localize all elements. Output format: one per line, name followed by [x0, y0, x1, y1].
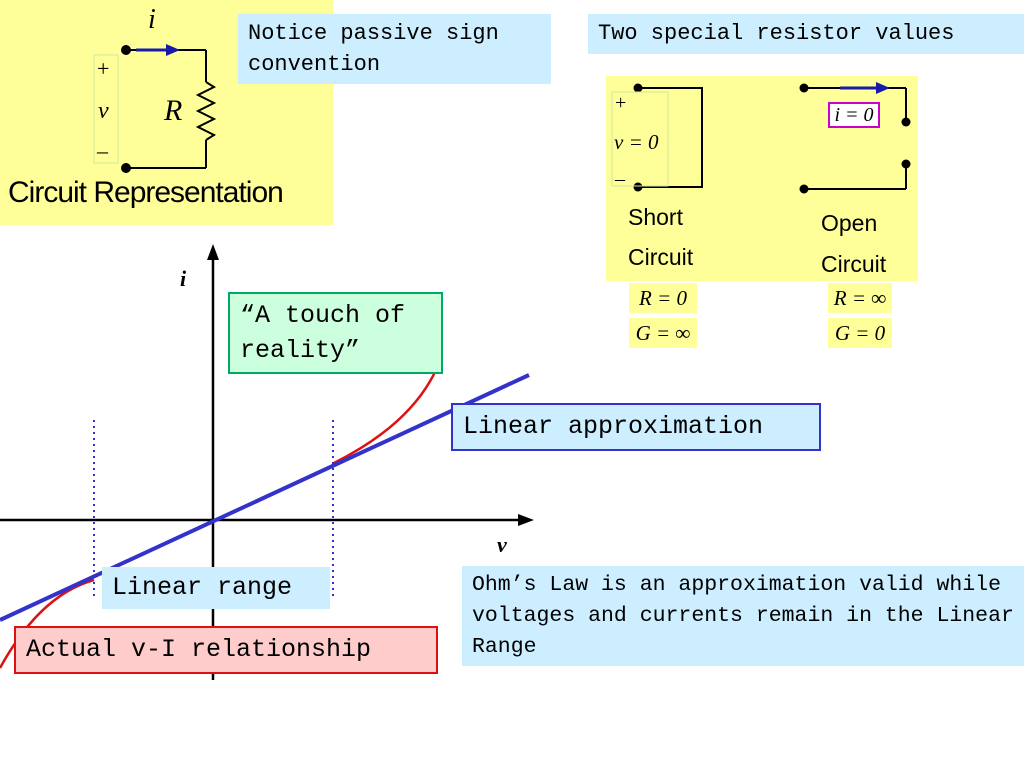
open-gap-terminal-top — [901, 117, 911, 127]
actual-relationship-box: Actual v-I relationship — [14, 626, 438, 674]
short-circuit-wire — [638, 87, 703, 188]
short-voltage-value: v = 0 — [614, 130, 659, 154]
v-axis-label: v — [497, 532, 507, 557]
passive-sign-note: Notice passive sign convention — [238, 14, 551, 84]
short-resistance: R = 0 — [629, 283, 697, 313]
v-axis-arrowhead — [518, 514, 534, 526]
short-voltage-minus: – — [615, 168, 625, 190]
linear-range-box: Linear range — [102, 567, 330, 609]
resistor-zigzag — [195, 81, 217, 141]
linear-approximation-line — [0, 373, 530, 622]
short-conductance: G = ∞ — [629, 318, 697, 348]
open-circuit-label-1: Open — [821, 210, 878, 236]
circuit-representation-title: Circuit Representation — [8, 176, 284, 209]
current-symbol: i — [148, 4, 156, 35]
linear-approximation-box: Linear approximation — [451, 403, 821, 451]
short-voltage-plus: + — [615, 92, 627, 114]
short-circuit-label-2: Circuit — [628, 244, 694, 270]
open-current-arrowhead — [876, 82, 890, 94]
touch-of-reality-box: “A touch of reality” — [228, 292, 443, 374]
current-arrowhead — [166, 44, 180, 56]
special-values-note: Two special resistor values — [588, 14, 1024, 54]
open-resistance: R = ∞ — [828, 283, 892, 313]
actual-vi-curve-lower — [0, 578, 95, 669]
ohms-law-note: Ohm’s Law is an approximation valid whil… — [462, 566, 1024, 666]
voltage-marker-box — [93, 54, 119, 164]
i-axis-arrowhead — [207, 244, 219, 260]
voltage-symbol: v — [98, 98, 109, 124]
open-current-value: i = 0 — [828, 102, 880, 128]
open-circuit-label-2: Circuit — [821, 251, 887, 277]
short-voltage-marker-box — [611, 91, 669, 187]
actual-vi-curve — [333, 369, 438, 465]
short-circuit-label-1: Short — [628, 204, 683, 230]
i-axis-label: i — [180, 266, 187, 291]
open-conductance: G = 0 — [828, 318, 892, 348]
voltage-minus: – — [97, 138, 108, 163]
resistor-symbol: R — [164, 94, 183, 127]
voltage-plus: + — [97, 56, 110, 81]
